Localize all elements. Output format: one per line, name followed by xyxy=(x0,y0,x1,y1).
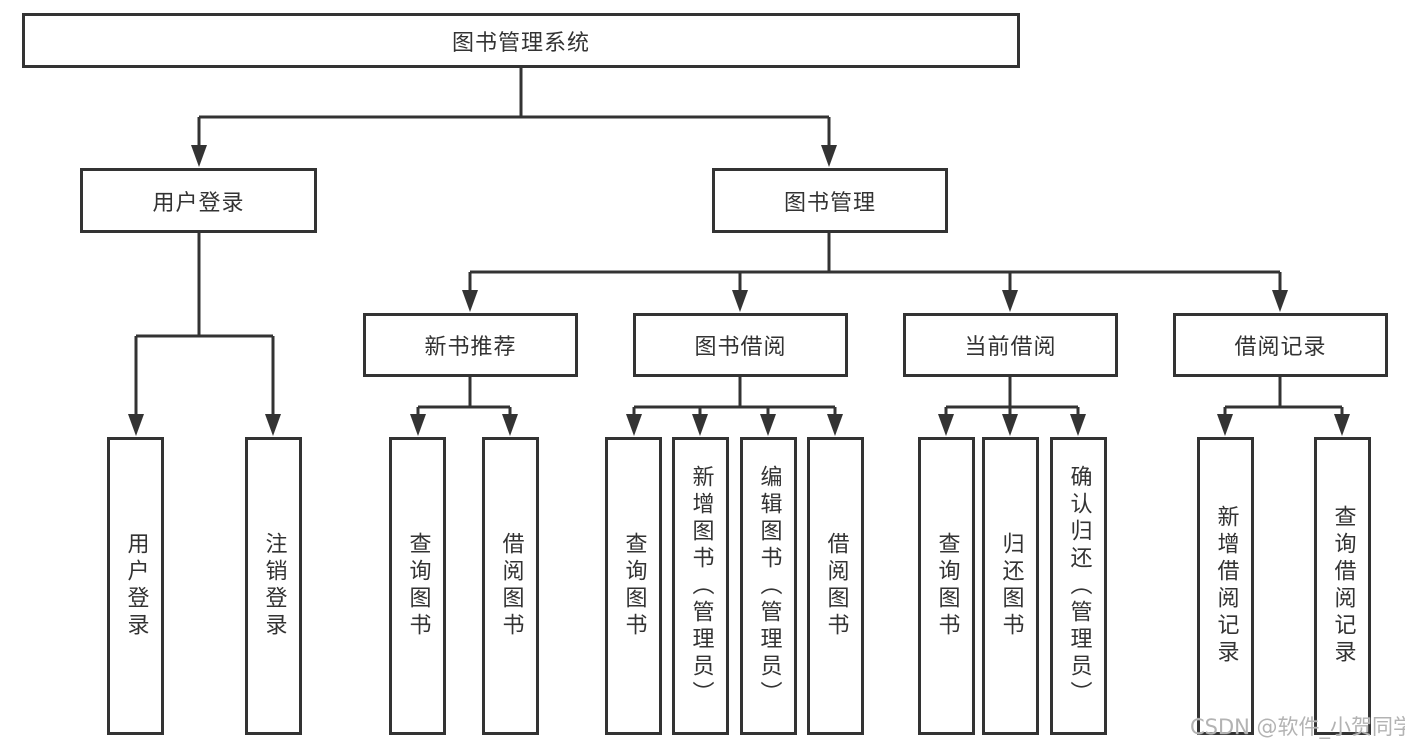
node-borrowing-records: 借阅记录 xyxy=(1173,313,1388,377)
node-book-management: 图书管理 xyxy=(712,168,948,233)
node-new-book-recommend: 新书推荐 xyxy=(363,313,578,377)
leaf-logout: 注销登录 xyxy=(245,437,302,735)
arrowheads xyxy=(128,145,1350,436)
leaf-edit-books-admin: 编辑图书（管理员） xyxy=(740,437,797,735)
node-book-borrowing: 图书借阅 xyxy=(633,313,848,377)
leaf-user-login: 用户登录 xyxy=(107,437,164,735)
node-current-borrowing: 当前借阅 xyxy=(903,313,1118,377)
leaf-borrow-books-recommend: 借阅图书 xyxy=(482,437,539,735)
leaf-query-books-borrowing: 查询图书 xyxy=(605,437,662,735)
node-user-login: 用户登录 xyxy=(80,168,317,233)
leaf-query-books-current: 查询图书 xyxy=(918,437,975,735)
leaf-query-books-recommend: 查询图书 xyxy=(389,437,446,735)
leaf-add-borrow-record: 新增借阅记录 xyxy=(1197,437,1254,735)
leaf-add-books-admin: 新增图书（管理员） xyxy=(672,437,729,735)
leaf-confirm-return-admin: 确认归还（管理员） xyxy=(1050,437,1107,735)
node-root-system: 图书管理系统 xyxy=(22,13,1020,68)
csdn-watermark: CSDN @软件_小贺同学 xyxy=(1190,715,1405,739)
leaf-return-books: 归还图书 xyxy=(982,437,1039,735)
leaf-query-borrow-record: 查询借阅记录 xyxy=(1314,437,1371,735)
leaf-borrow-books: 借阅图书 xyxy=(807,437,864,735)
